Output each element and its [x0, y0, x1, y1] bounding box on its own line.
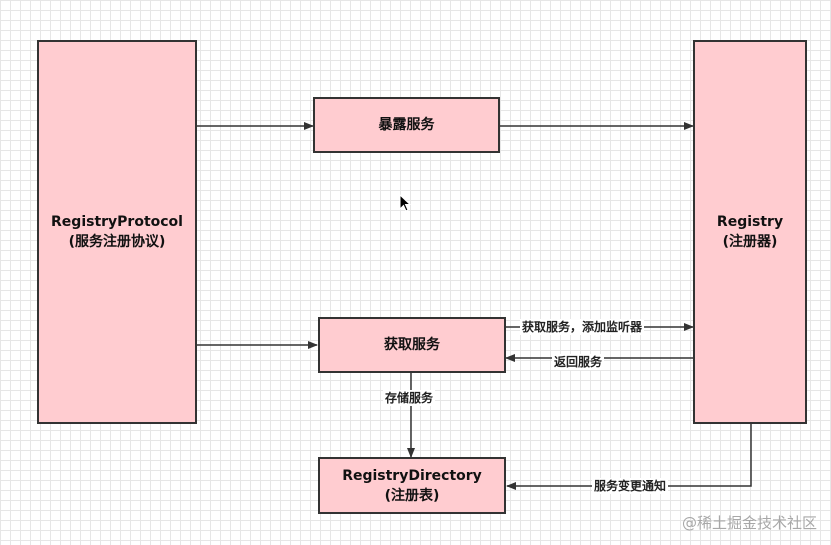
edge-registry-to-directory — [506, 424, 752, 490]
node-registry-protocol-title: RegistryProtocol — [51, 214, 183, 230]
edge-label-change-notify: 服务变更通知 — [592, 478, 669, 494]
node-registry-directory-subtitle: (注册表) — [384, 487, 440, 504]
node-registry[interactable]: Registry (注册器) — [693, 40, 807, 424]
node-expose-service-title: 暴露服务 — [378, 117, 435, 133]
edge-label-store-service: 存储服务 — [383, 390, 436, 406]
node-expose-service[interactable]: 暴露服务 — [313, 97, 500, 153]
edge-label-return-service: 返回服务 — [552, 354, 605, 370]
node-registry-directory-title: RegistryDirectory — [342, 467, 482, 484]
watermark: @稀土掘金技术社区 — [681, 514, 817, 532]
node-get-service[interactable]: 获取服务 — [318, 317, 506, 373]
node-registry-title: Registry — [716, 214, 784, 230]
node-registry-directory[interactable]: RegistryDirectory (注册表) — [318, 457, 506, 514]
node-registry-protocol[interactable]: RegistryProtocol (服务注册协议) — [37, 40, 197, 424]
mouse-pointer-icon — [399, 194, 411, 212]
node-registry-subtitle: (注册器) — [722, 234, 778, 250]
node-get-service-title: 获取服务 — [384, 337, 440, 353]
node-registry-protocol-subtitle: (服务注册协议) — [68, 234, 166, 250]
edge-label-get-and-listen: 获取服务，添加监听器 — [520, 319, 645, 335]
